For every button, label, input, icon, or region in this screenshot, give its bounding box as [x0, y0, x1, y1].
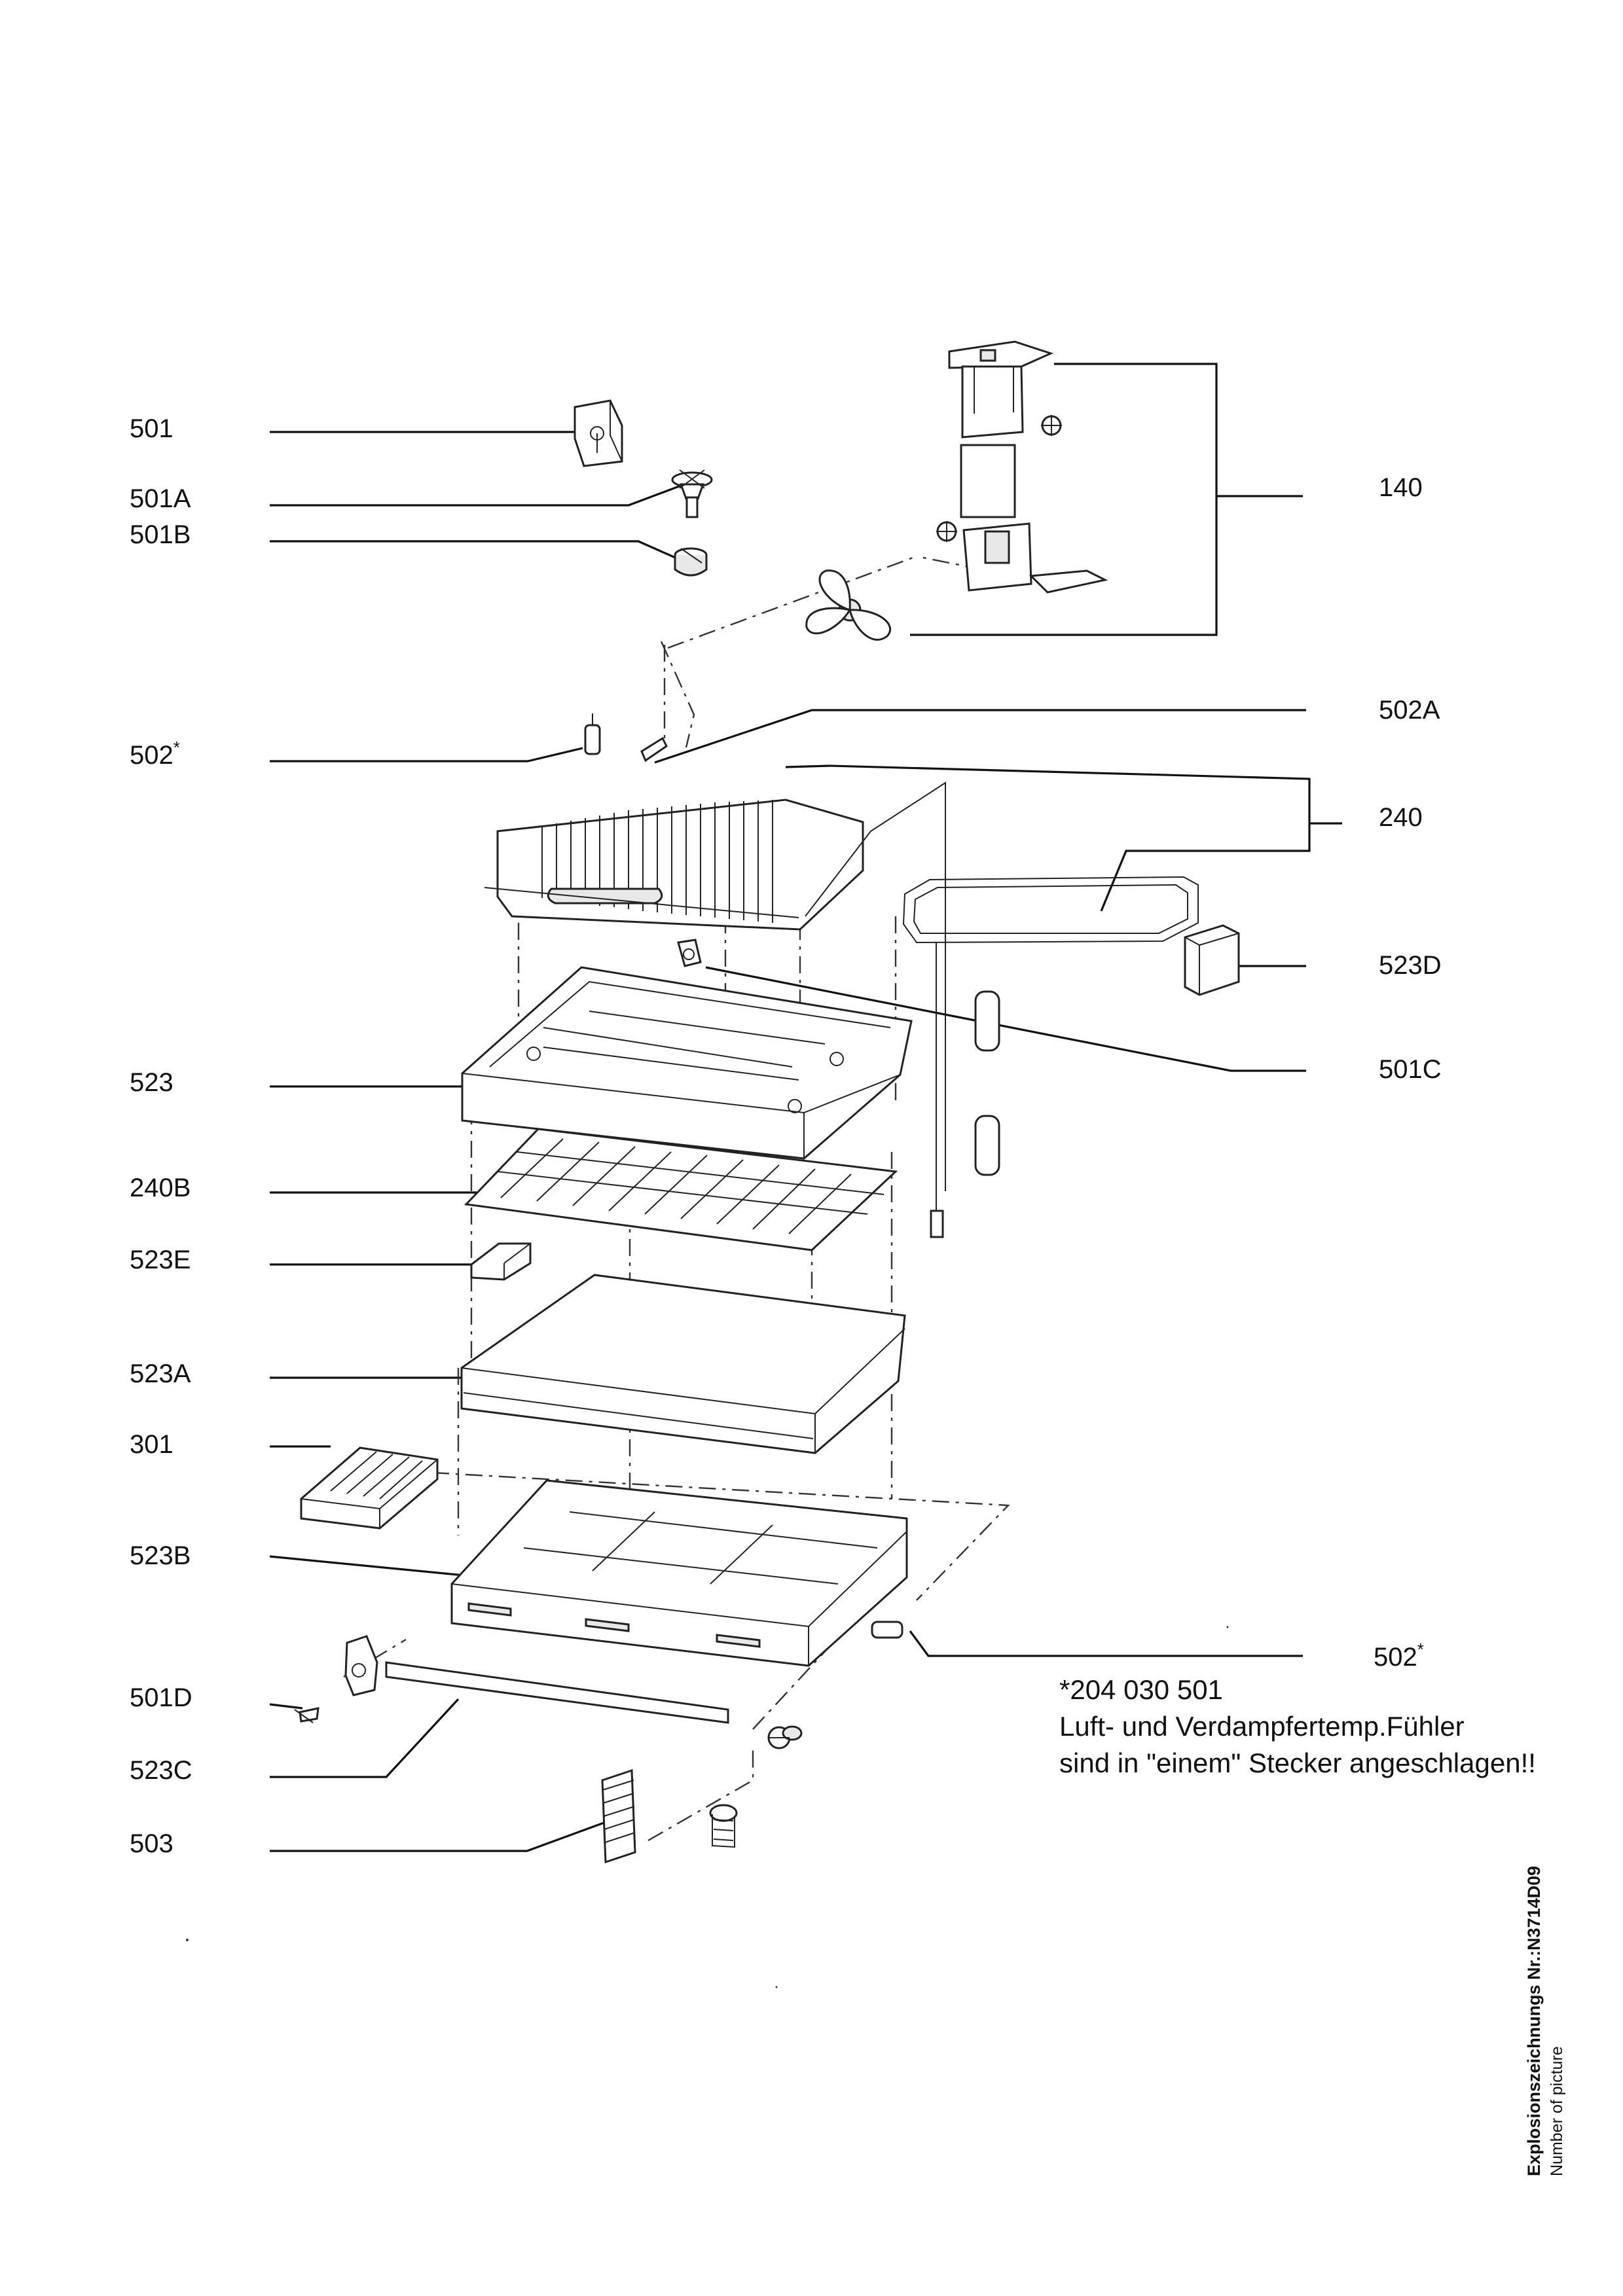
- label-502-asterisk: *: [173, 738, 180, 757]
- note-part-number: *204 030 501: [1059, 1674, 1223, 1705]
- axis-filter: [431, 1471, 1010, 1601]
- label-140: 140: [1379, 473, 1423, 502]
- screw-501A: [671, 469, 713, 518]
- axis-sensor-2: [660, 641, 695, 748]
- label-502-right: 502*: [1374, 1640, 1424, 1672]
- picture-caption: Number of picture: [1548, 2046, 1566, 2176]
- leader-502: [270, 747, 583, 762]
- leader-240-bracket: [785, 764, 1311, 912]
- fan-motor-140: [805, 340, 1108, 641]
- label-523C: 523C: [130, 1756, 192, 1785]
- grid-shelf-240B: [464, 1128, 898, 1251]
- label-240: 240: [1379, 803, 1423, 832]
- leader-501C: [705, 966, 1306, 1072]
- label-501D: 501D: [130, 1683, 192, 1712]
- label-503: 503: [130, 1829, 173, 1858]
- sensor-502-right: [871, 1621, 903, 1639]
- leader-501B: [270, 540, 685, 563]
- label-523D: 523D: [1379, 951, 1442, 980]
- sensor-501C: [677, 939, 702, 967]
- left-labels: 501 501A 501B 502* 523 240B 523E 523A 30…: [130, 414, 192, 1858]
- label-240B: 240B: [130, 1174, 191, 1202]
- note-line-3: sind in "einem" Stecker angeschlagen!!: [1059, 1748, 1536, 1778]
- clip-502A: [640, 736, 668, 762]
- label-502-right-asterisk: *: [1417, 1640, 1424, 1659]
- spring: [709, 1804, 738, 1848]
- bracket-501D: [294, 1635, 378, 1723]
- leader-523B: [269, 1555, 485, 1579]
- cover-frame-523: [461, 966, 913, 1160]
- drawing-number: Explosionszeichnungs Nr.:N3714D09: [1524, 1866, 1544, 2176]
- leader-140-bracket: [910, 363, 1218, 636]
- leader-501A: [270, 484, 682, 507]
- label-523E: 523E: [130, 1246, 191, 1274]
- label-523B: 523B: [130, 1541, 191, 1570]
- screw-right: [767, 1725, 803, 1749]
- evaporator-240: [484, 781, 1199, 1238]
- axis-fan: [667, 555, 917, 649]
- axis-knob: [647, 1746, 754, 1842]
- tray-lid-523A: [460, 1274, 906, 1454]
- knob-501B: [674, 547, 708, 577]
- label-301: 301: [130, 1430, 173, 1459]
- label-502: 502*: [130, 738, 180, 770]
- note-block: *204 030 501 Luft- und Verdampfertemp.Fü…: [1059, 1674, 1536, 1778]
- front-strip-523C: [385, 1661, 729, 1724]
- scan-specks: [186, 1626, 1229, 1988]
- grille-503: [601, 1768, 636, 1864]
- leader-501D: [269, 1703, 303, 1710]
- leader-502-right: [909, 1630, 1303, 1657]
- label-501B: 501B: [130, 520, 191, 549]
- label-523: 523: [130, 1068, 173, 1097]
- base-housing-523B: [450, 1479, 908, 1667]
- switch-501: [574, 399, 623, 467]
- axis-base: [457, 1368, 893, 1535]
- leader-523C: [270, 1698, 460, 1778]
- right-labels: 140 502A 240 523D 501C 502*: [1374, 473, 1442, 1672]
- label-502A: 502A: [1379, 696, 1440, 725]
- label-523A: 523A: [130, 1359, 191, 1388]
- filter-301: [300, 1446, 439, 1530]
- foam-block-523D: [1184, 924, 1240, 996]
- note-line-2: Luft- und Verdampfertemp.Fühler: [1059, 1711, 1465, 1742]
- label-501A: 501A: [130, 484, 191, 513]
- evaporator-fins: [541, 800, 773, 923]
- picture-code: Explosionszeichnungs Nr.:N3714D09 Number…: [1524, 1866, 1566, 2176]
- leader-503: [270, 1821, 606, 1852]
- leader-502A: [654, 709, 1306, 764]
- label-501: 501: [130, 414, 173, 443]
- sensor-502: [584, 713, 601, 755]
- axis-evaporator: [517, 916, 897, 1119]
- clip-523E: [470, 1242, 532, 1281]
- label-501C: 501C: [1379, 1055, 1442, 1084]
